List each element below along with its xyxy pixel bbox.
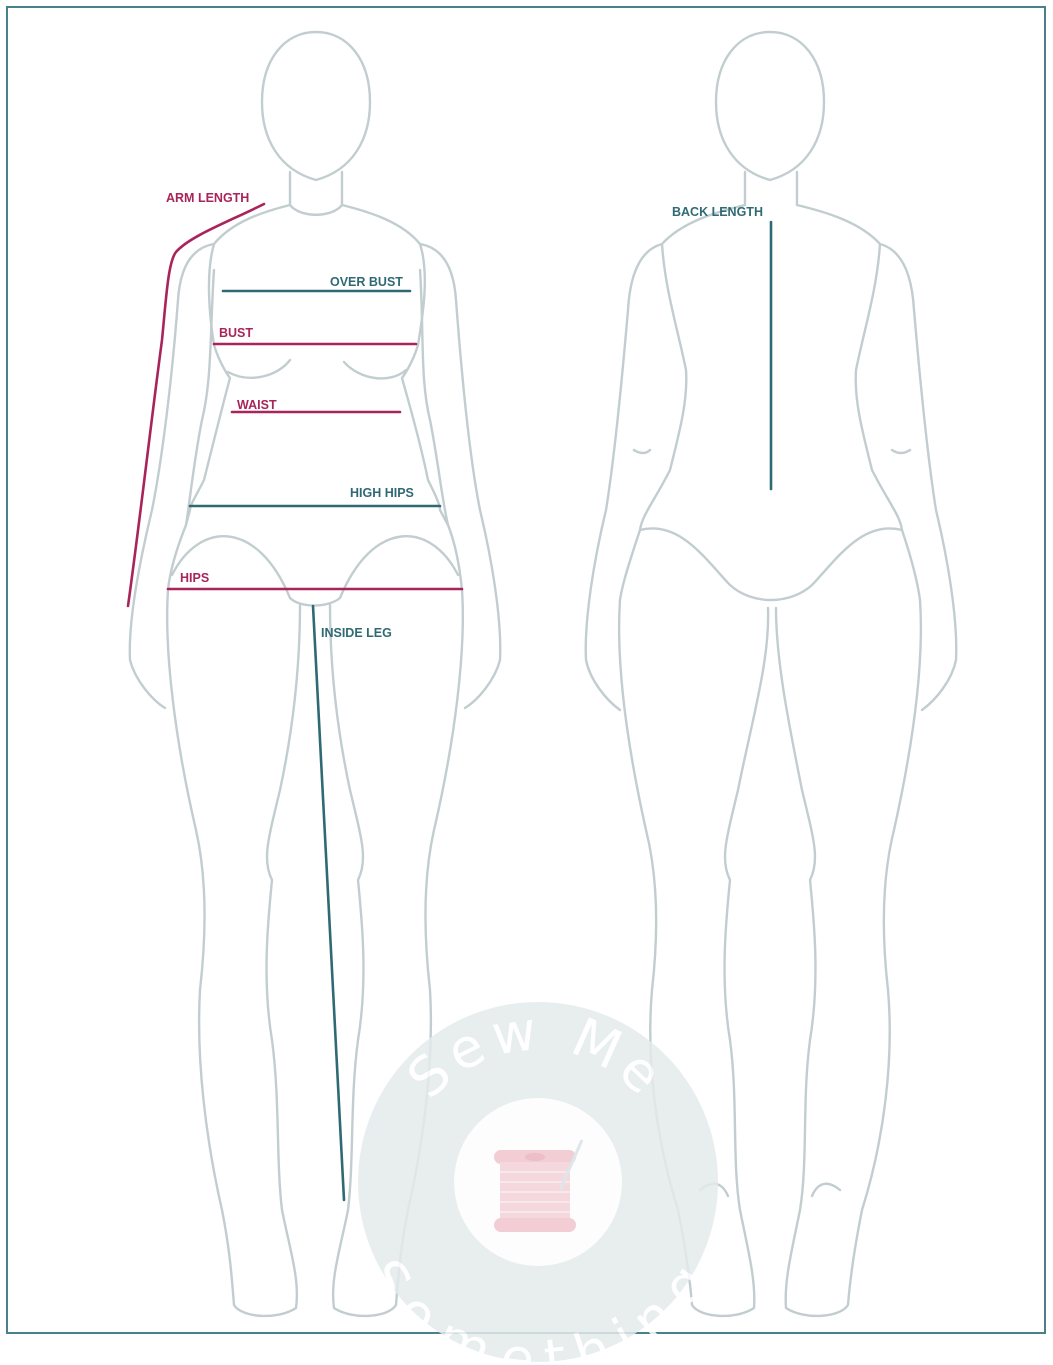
inside-leg-label: INSIDE LEG — [321, 626, 392, 640]
back-head — [716, 32, 824, 180]
back-right-arm — [880, 244, 956, 710]
front-bust-curves — [228, 360, 406, 378]
inside-leg-line — [313, 606, 344, 1200]
front-pelvis — [172, 536, 458, 605]
back-left-arm — [586, 244, 662, 710]
back-length-label: BACK LENGTH — [672, 205, 763, 219]
bust-label: BUST — [219, 326, 253, 340]
back-buttocks — [640, 528, 902, 600]
thread-spool-icon — [494, 1140, 582, 1232]
front-head — [262, 32, 370, 180]
high-hips-label: HIGH HIPS — [350, 486, 414, 500]
front-neck — [290, 172, 342, 215]
front-left-leg — [167, 590, 300, 1316]
over-bust-label: OVER BUST — [330, 275, 403, 289]
front-right-arm — [420, 244, 500, 708]
back-neck — [745, 172, 797, 205]
back-right-leg — [776, 600, 921, 1316]
sew-me-something-watermark: Sew Me Something — [352, 998, 723, 1365]
hips-label: HIPS — [180, 571, 209, 585]
waist-label: WAIST — [237, 398, 277, 412]
front-left-arm — [130, 244, 214, 708]
front-torso — [168, 205, 462, 590]
back-ankle-marks — [700, 1184, 840, 1196]
arm-length-label: ARM LENGTH — [166, 191, 249, 205]
